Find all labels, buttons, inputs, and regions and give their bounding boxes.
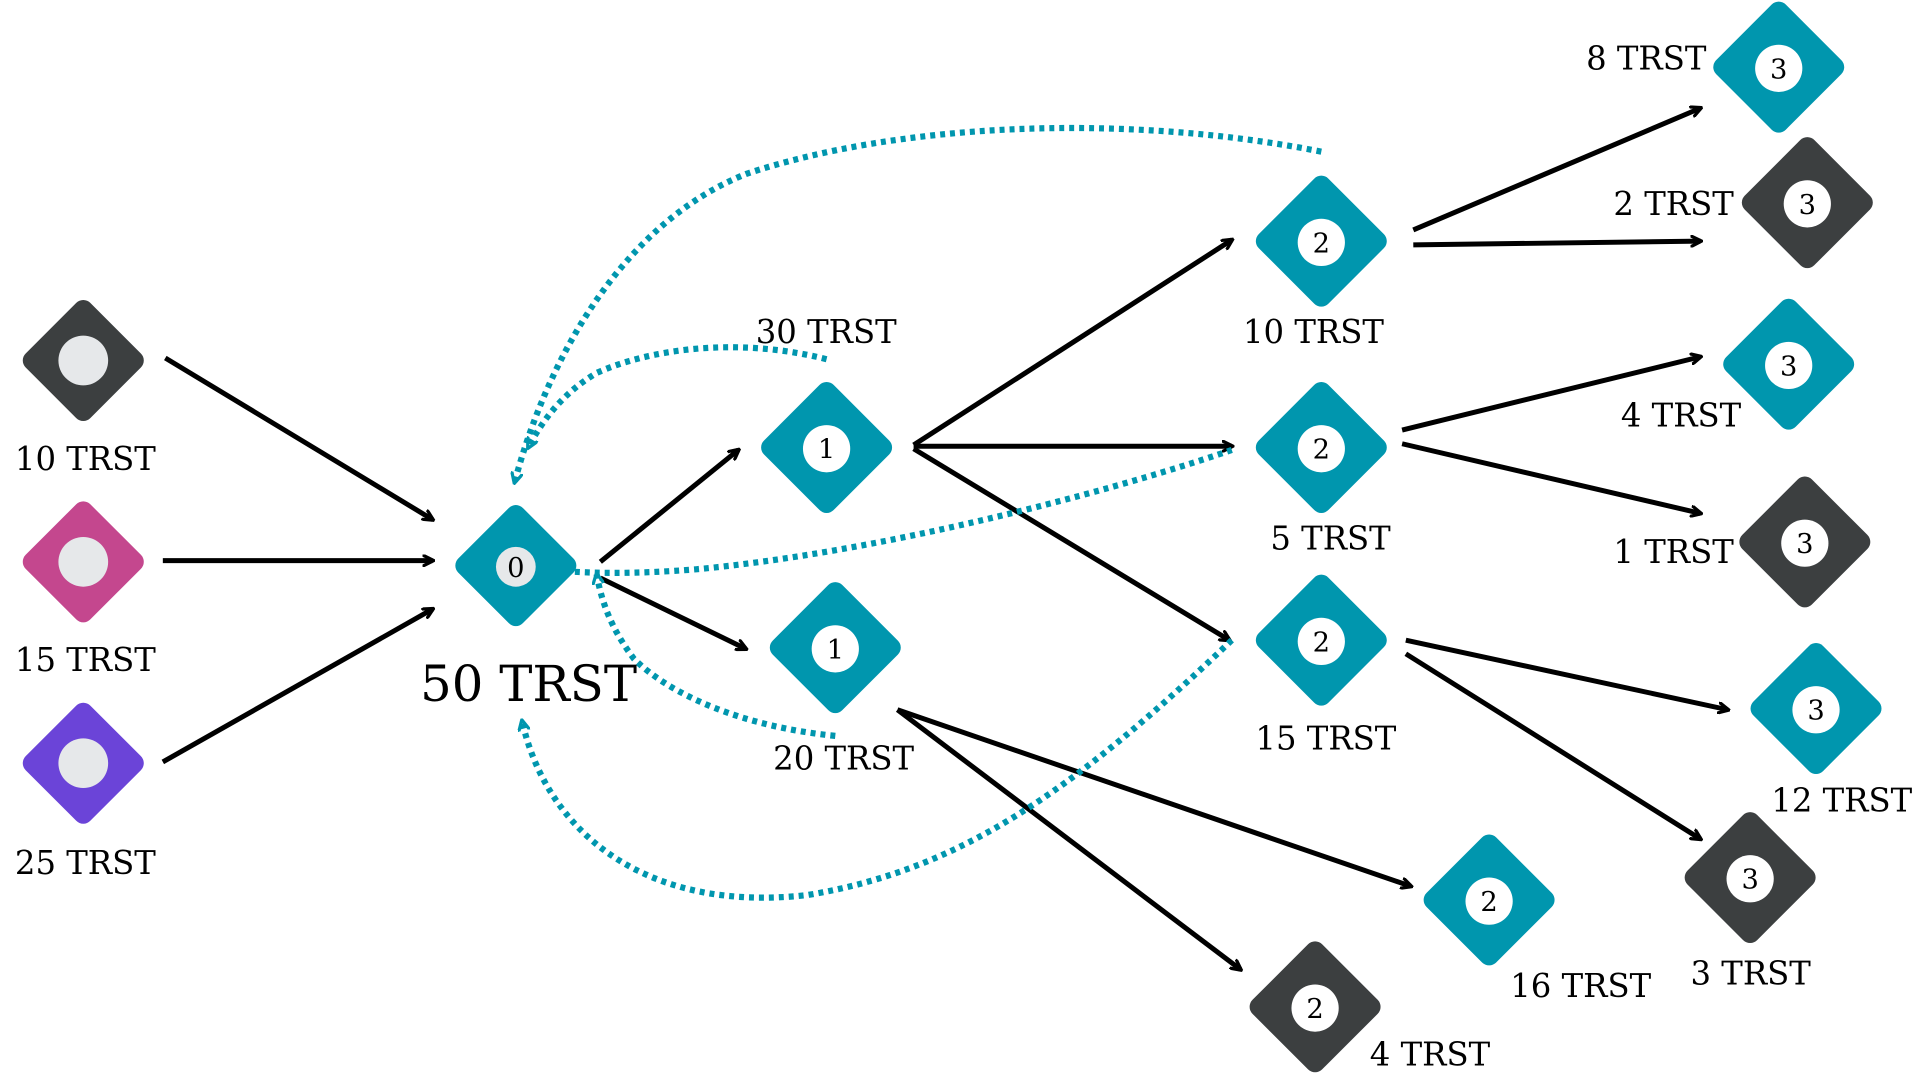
node-src_b[interactable] [19, 497, 148, 626]
node-badge [1765, 341, 1813, 390]
node-badge [811, 625, 859, 673]
node-l3_d[interactable]: 3 [1735, 472, 1874, 611]
node-badge [1755, 44, 1803, 92]
node-label-l3_c: 4 TRST [1621, 396, 1742, 434]
return-arrow-l2_a-to-center [515, 124, 1322, 482]
node-number: 3 [1780, 351, 1797, 382]
node-badge [802, 425, 851, 473]
node-number: 3 [1741, 865, 1758, 896]
node-badge [1297, 617, 1345, 666]
node-badge [1297, 425, 1345, 473]
node-label-l2_a: 10 TRST [1243, 313, 1384, 351]
node-label-l3_a: 8 TRST [1586, 40, 1707, 78]
node-label-l3_b: 2 TRST [1613, 185, 1734, 223]
node-label-l2_b: 5 TRST [1270, 519, 1391, 557]
node-badge [1792, 686, 1840, 734]
node-l3_f[interactable]: 3 [1681, 808, 1820, 947]
flow-arrow-src_c-to-center [161, 609, 433, 765]
return-arrow-l1_top-to-center [525, 344, 828, 447]
node-l2_c[interactable]: 2 [1252, 571, 1391, 710]
node-label-l1_top: 30 TRST [756, 313, 897, 351]
flow-arrow-l2_b-to-l3_c [1401, 357, 1700, 433]
node-number: 2 [1313, 627, 1330, 658]
edges-layer [161, 108, 1728, 970]
return-arrow-l2_c-to-center [522, 637, 1234, 901]
node-badge [1297, 218, 1345, 267]
node-label-src_b: 15 TRST [15, 641, 156, 679]
node-src_c[interactable] [19, 699, 148, 828]
flow-arrow-l1_bot-to-l2_e [895, 707, 1240, 970]
node-l3_c[interactable]: 3 [1719, 295, 1858, 434]
node-number: 3 [1799, 190, 1816, 221]
node-l3_e[interactable]: 3 [1746, 639, 1885, 778]
node-label-l3_f: 3 TRST [1690, 954, 1811, 992]
return-arrow-l1_bot-to-center [597, 574, 836, 739]
node-number: 3 [1796, 529, 1813, 560]
nodes-layer: 0 1 1 2 2 2 2 2 3 3 3 3 3 3 [19, 0, 1885, 1076]
node-label-src_a: 10 TRST [15, 440, 156, 478]
node-number: 2 [1306, 994, 1323, 1025]
node-number: 3 [1770, 54, 1787, 85]
node-badge [58, 738, 109, 789]
node-l2_e[interactable]: 2 [1245, 937, 1384, 1076]
node-badge [495, 546, 536, 587]
node-badge [1291, 984, 1339, 1032]
flow-arrow-l1_top-to-l2_a [912, 240, 1232, 448]
node-badge [58, 536, 109, 587]
node-label-center: 50 TRST [420, 655, 637, 713]
node-label-l2_c: 15 TRST [1255, 720, 1396, 758]
node-number: 1 [818, 435, 835, 466]
node-label-l1_bot: 20 TRST [773, 739, 914, 777]
node-l2_a[interactable]: 2 [1252, 172, 1391, 311]
flow-arrow-center-to-l1_top [598, 450, 738, 564]
node-l1_top[interactable]: 1 [757, 378, 896, 517]
node-label-l2_e: 4 TRST [1370, 1035, 1491, 1073]
flow-arrow-l2_c-to-l3_e [1405, 637, 1728, 710]
node-l3_b[interactable]: 3 [1738, 133, 1877, 272]
flow-arrow-l2_b-to-l3_d [1401, 441, 1700, 514]
node-badge [1781, 519, 1829, 567]
flow-arrow-l2_a-to-l3_a [1412, 108, 1700, 233]
node-badge [1783, 180, 1831, 228]
node-label-l3_d: 1 TRST [1613, 533, 1734, 571]
node-number: 2 [1480, 887, 1497, 918]
flow-arrow-src_a-to-center [164, 355, 432, 520]
node-l2_d[interactable]: 2 [1420, 830, 1559, 969]
node-badge [1726, 855, 1774, 903]
node-src_a[interactable] [19, 296, 148, 425]
node-l1_bot[interactable]: 1 [766, 578, 905, 717]
node-number: 1 [827, 635, 844, 666]
node-label-l3_e: 12 TRST [1771, 782, 1912, 820]
node-badge [58, 335, 109, 386]
flow-arrow-l1_top-to-l2_c [912, 446, 1230, 640]
return-arrow-l2_b-to-center [532, 447, 1233, 576]
node-label-src_c: 25 TRST [15, 844, 156, 882]
flow-arrow-center-to-l1_bot [599, 575, 745, 649]
node-badge [1465, 877, 1513, 925]
node-number: 2 [1313, 228, 1330, 259]
node-number: 2 [1313, 435, 1330, 466]
node-number: 0 [507, 553, 524, 584]
node-l2_b[interactable]: 2 [1252, 378, 1391, 517]
node-label-l2_d: 16 TRST [1510, 967, 1651, 1005]
node-center[interactable]: 0 [451, 501, 580, 630]
node-l3_a[interactable]: 3 [1709, 0, 1848, 137]
node-number: 3 [1807, 696, 1824, 727]
flow-arrow-l2_c-to-l3_f [1404, 651, 1701, 839]
flow-arrow-l2_a-to-l3_b [1413, 241, 1700, 245]
flow-arrow-l1_bot-to-l2_d [896, 707, 1410, 887]
